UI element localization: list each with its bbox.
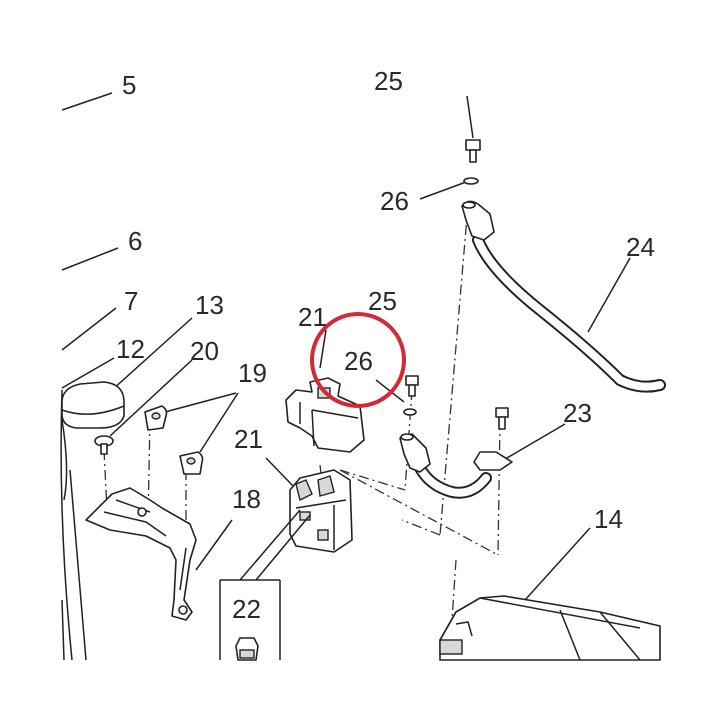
callout-6: 6 xyxy=(128,226,142,256)
callout-14: 14 xyxy=(594,504,623,534)
callout-19: 19 xyxy=(238,358,267,388)
bolt-part-25-relay xyxy=(403,375,419,416)
callout-13: 13 xyxy=(195,290,224,320)
connector-part-22 xyxy=(219,509,311,661)
leader-lines xyxy=(61,92,631,611)
bolt-part-25-top xyxy=(463,139,481,185)
callout-21-lower: 21 xyxy=(234,424,263,454)
callout-22: 22 xyxy=(232,594,261,624)
bolt-part-25-cable23 xyxy=(495,407,509,430)
callout-7: 7 xyxy=(124,286,138,316)
callout-20: 20 xyxy=(190,336,219,366)
callout-25-top: 25 xyxy=(374,66,403,96)
housing-outline xyxy=(60,389,87,661)
cable-part-23 xyxy=(399,433,513,499)
cap-part-13 xyxy=(61,381,125,429)
highlight-circle xyxy=(310,312,406,408)
bracket-part-18 xyxy=(85,487,197,621)
battery-part-14 xyxy=(439,595,661,661)
callout-24: 24 xyxy=(626,232,655,262)
callout-5: 5 xyxy=(122,70,136,100)
callout-21-upper: 21 xyxy=(298,302,327,332)
callout-26-circled: 26 xyxy=(344,346,373,376)
callout-25-mid: 25 xyxy=(368,286,397,316)
relay-cover-part-21 xyxy=(285,377,365,453)
callout-labels: 5 6 7 12 13 20 19 18 21 21 25 25 26 26 2… xyxy=(116,66,655,624)
clips-part-19 xyxy=(144,405,204,475)
callout-12: 12 xyxy=(116,334,145,364)
callout-26-top: 26 xyxy=(380,186,409,216)
callout-23: 23 xyxy=(563,398,592,428)
callout-18: 18 xyxy=(232,484,261,514)
screw-part-20 xyxy=(94,435,114,455)
cable-part-24 xyxy=(461,200,666,393)
relay-body-part-21 xyxy=(289,469,353,553)
